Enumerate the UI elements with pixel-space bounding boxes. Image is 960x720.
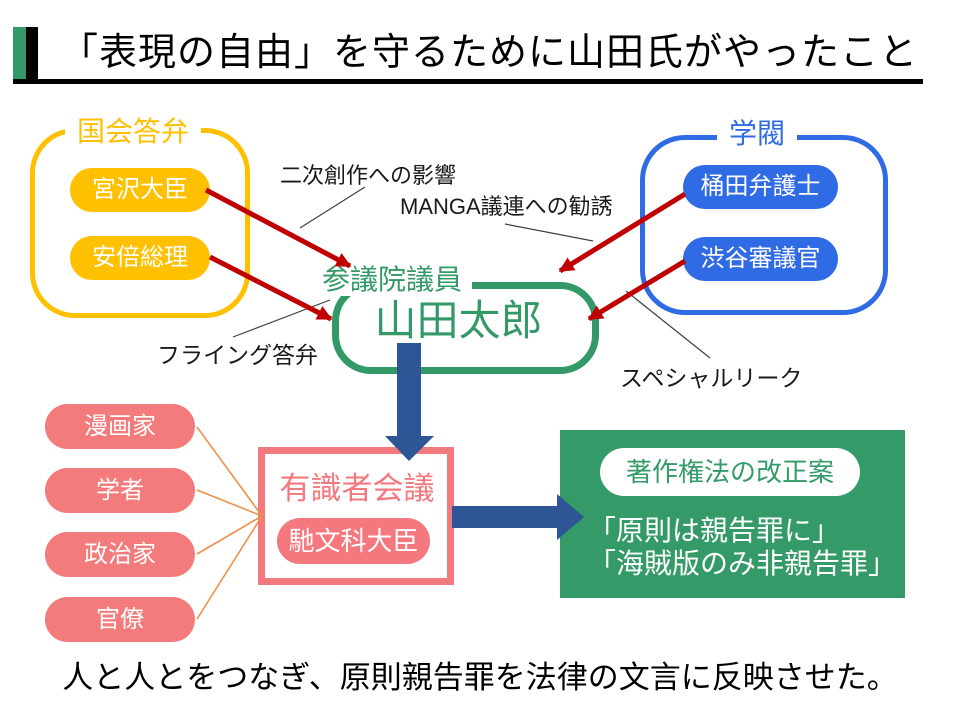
leader-line-invitation	[504, 223, 594, 242]
expert-member-bureaucrat: 官僚	[45, 597, 195, 642]
converge-line-politician	[196, 515, 263, 555]
title-accent-green-bar	[13, 27, 26, 80]
result-line-1: 「原則は親告罪に」	[588, 515, 841, 546]
faction-group-box	[640, 135, 888, 315]
summary-text: 人と人とをつなぎ、原則親告罪を法律の文言に反映させた。	[62, 660, 898, 695]
result-line-2: 「海賊版のみ非親告罪」	[588, 548, 897, 579]
annotation-flying-answer: フライング答弁	[157, 342, 318, 368]
yamada-role-label: 参議院議員	[320, 264, 473, 296]
expert-panel-label: 有識者会議	[279, 471, 435, 506]
annotation-invitation: MANGA議連への勧誘	[400, 194, 613, 219]
leader-line-flying	[232, 299, 331, 338]
converge-line-mangaka	[196, 426, 263, 517]
faction-member-shibuya: 渋谷審議官	[683, 237, 838, 281]
annotation-influence: 二次創作への影響	[280, 163, 457, 188]
expert-member-scholar: 学者	[45, 468, 195, 513]
slide-title: 「表現の自由」を守るために山田氏がやったこと	[60, 32, 919, 74]
title-underline	[13, 79, 923, 84]
annotation-special-leak: スペシャルリーク	[620, 365, 803, 391]
yamada-name: 山田太郎	[374, 297, 543, 344]
title-accent-black-bar	[26, 27, 38, 80]
faction-group-label: 学閥	[717, 117, 798, 151]
diet-group-label: 国会答弁	[65, 115, 202, 149]
expert-member-mangaka: 漫画家	[45, 404, 195, 449]
expert-minister-hase: 馳文科大臣	[277, 518, 430, 564]
result-badge: 著作権法の改正案	[600, 448, 860, 496]
result-text: 「原則は親告罪に」 「海賊版のみ非親告罪」	[588, 514, 898, 580]
leader-line-influence	[299, 186, 366, 229]
diet-group-box	[30, 128, 250, 318]
diet-member-abe: 安倍総理	[70, 236, 210, 280]
faction-member-okeda: 桶田弁護士	[683, 165, 838, 209]
expert-member-politician: 政治家	[45, 532, 195, 577]
converge-line-bureaucrat	[196, 515, 263, 620]
converge-line-scholar	[196, 489, 263, 517]
diet-member-miyazawa: 宮沢大臣	[70, 168, 210, 212]
